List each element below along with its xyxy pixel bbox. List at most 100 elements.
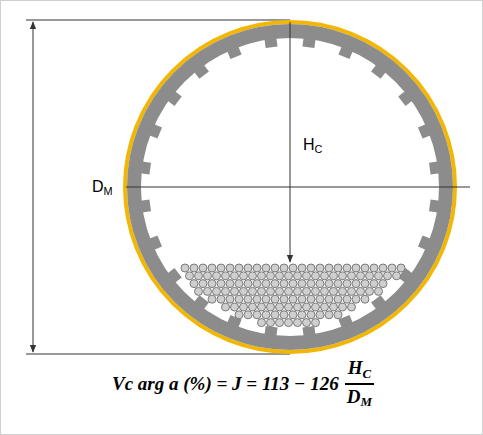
grinding-ball bbox=[285, 303, 293, 311]
grinding-ball bbox=[298, 264, 306, 272]
lifter-bar bbox=[227, 46, 242, 59]
grinding-ball bbox=[190, 264, 198, 272]
grinding-ball bbox=[307, 295, 315, 303]
grinding-ball bbox=[213, 272, 221, 280]
grinding-ball bbox=[330, 272, 338, 280]
grinding-ball bbox=[361, 264, 369, 272]
grinding-ball bbox=[195, 272, 203, 280]
grinding-ball bbox=[249, 272, 257, 280]
lifter-bar bbox=[141, 161, 151, 174]
lifter-bar bbox=[264, 326, 277, 336]
subscript: M bbox=[104, 185, 113, 197]
grinding-ball bbox=[258, 319, 266, 327]
grinding-ball bbox=[222, 272, 230, 280]
grinding-ball bbox=[397, 264, 405, 272]
lifter-bar bbox=[429, 161, 439, 174]
grinding-ball bbox=[253, 280, 261, 288]
lifter-bar bbox=[338, 46, 353, 59]
grinding-ball bbox=[271, 280, 279, 288]
grinding-ball bbox=[199, 264, 207, 272]
grinding-ball bbox=[343, 264, 351, 272]
grinding-ball bbox=[321, 272, 329, 280]
grinding-ball bbox=[303, 272, 311, 280]
grinding-ball bbox=[330, 303, 338, 311]
grinding-ball bbox=[294, 303, 302, 311]
lifter-bar bbox=[194, 295, 209, 309]
grinding-ball bbox=[339, 287, 347, 295]
grinding-ball bbox=[298, 311, 306, 319]
extension-line bbox=[26, 20, 290, 21]
grinding-ball bbox=[366, 287, 374, 295]
grinding-ball bbox=[280, 264, 288, 272]
grinding-ball bbox=[208, 264, 216, 272]
grinding-ball bbox=[285, 287, 293, 295]
grinding-ball bbox=[334, 264, 342, 272]
diameter-dimension bbox=[33, 22, 34, 352]
grinding-ball bbox=[262, 295, 270, 303]
grinding-ball bbox=[316, 311, 324, 319]
lifter-bar bbox=[167, 91, 181, 106]
grinding-ball bbox=[325, 311, 333, 319]
subscript: M bbox=[361, 394, 372, 409]
grinding-ball bbox=[276, 272, 284, 280]
grinding-ball bbox=[343, 280, 351, 288]
symbol: H bbox=[348, 357, 363, 378]
grinding-ball bbox=[366, 272, 374, 280]
grinding-ball bbox=[258, 272, 266, 280]
grinding-ball bbox=[208, 295, 216, 303]
lifter-bar bbox=[141, 199, 151, 212]
formula: Vc arg a (%) = J = 113 − 126 bbox=[112, 374, 339, 393]
grinding-ball bbox=[285, 319, 293, 327]
grinding-ball bbox=[235, 311, 243, 319]
grinding-ball bbox=[298, 280, 306, 288]
grinding-ball bbox=[312, 303, 320, 311]
grinding-ball bbox=[321, 287, 329, 295]
grinding-ball bbox=[222, 303, 230, 311]
grinding-ball bbox=[204, 272, 212, 280]
grinding-ball bbox=[253, 295, 261, 303]
grinding-ball bbox=[280, 311, 288, 319]
grinding-ball bbox=[235, 295, 243, 303]
grinding-ball bbox=[375, 287, 383, 295]
grinding-ball bbox=[204, 287, 212, 295]
grinding-ball bbox=[289, 264, 297, 272]
grinding-ball bbox=[271, 295, 279, 303]
grinding-ball bbox=[289, 311, 297, 319]
grinding-ball bbox=[357, 272, 365, 280]
grinding-ball bbox=[231, 303, 239, 311]
grinding-ball bbox=[294, 319, 302, 327]
lifter-bar bbox=[302, 326, 315, 336]
subscript: C bbox=[315, 143, 323, 155]
grinding-ball bbox=[316, 264, 324, 272]
lifter-bar bbox=[371, 295, 386, 309]
symbol: D bbox=[92, 178, 104, 195]
grinding-ball bbox=[244, 264, 252, 272]
grinding-ball bbox=[312, 272, 320, 280]
grinding-ball bbox=[244, 311, 252, 319]
height-label: HC bbox=[303, 137, 322, 155]
grinding-ball bbox=[226, 295, 234, 303]
grinding-ball bbox=[348, 303, 356, 311]
grinding-ball bbox=[235, 280, 243, 288]
grinding-ball bbox=[186, 272, 194, 280]
lifter-bar bbox=[302, 38, 315, 48]
grinding-ball bbox=[271, 264, 279, 272]
grinding-ball bbox=[343, 295, 351, 303]
symbol: Vc arg a (%) = J = 113 − 126 bbox=[112, 373, 339, 394]
grinding-ball bbox=[240, 303, 248, 311]
lifter-bar bbox=[418, 235, 431, 250]
grinding-ball bbox=[244, 295, 252, 303]
grinding-ball bbox=[298, 295, 306, 303]
lifter-bar bbox=[149, 124, 162, 139]
grinding-ball bbox=[393, 272, 401, 280]
lifter-bar bbox=[418, 124, 431, 139]
grinding-ball bbox=[276, 303, 284, 311]
subscript: C bbox=[363, 366, 372, 381]
grinding-ball bbox=[280, 295, 288, 303]
grinding-ball bbox=[388, 264, 396, 272]
grinding-ball bbox=[334, 295, 342, 303]
grinding-ball bbox=[276, 319, 284, 327]
grinding-ball bbox=[384, 272, 392, 280]
grinding-ball bbox=[249, 287, 257, 295]
